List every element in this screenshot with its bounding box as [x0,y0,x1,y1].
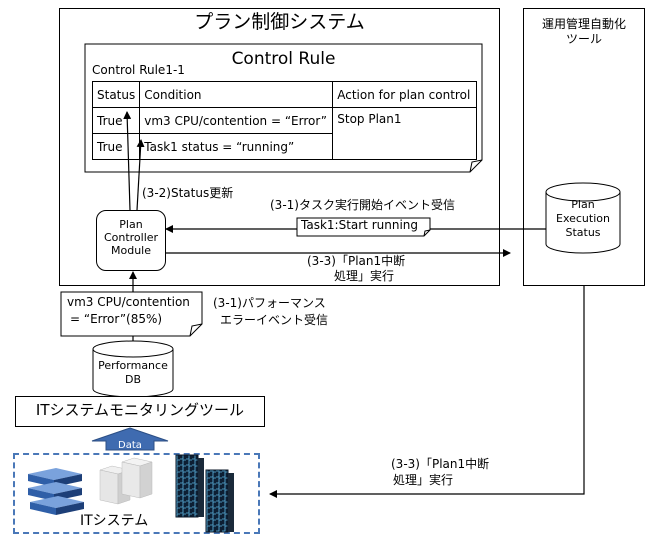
table-cell-action: Stop Plan1 [332,107,478,160]
table-cell-status: True [91,133,141,160]
stop-exec-label-line1: (3-3)「Plan1中断 [307,254,406,268]
plan-control-system-title: プラン制御システム [194,11,365,33]
task-event-label: (3-1)タスク実行開始イベント受信 [270,198,455,212]
it-exec-label-line1: (3-3)「Plan1中断 [391,457,490,471]
performance-note-line1: vm3 CPU/contention [67,295,190,309]
it-exec-label-line2: 処理」実行 [393,473,454,487]
plan-controller-module[interactable] [96,210,166,271]
task-note: Task1:Start running [301,218,419,232]
performance-event-line1: (3-1)パフォーマンス [213,296,326,310]
status-update-label: (3-2)Status更新 [142,186,234,200]
performance-db-line1: Performance [98,359,168,372]
stop-exec-label-line2: 処理」実行 [334,269,395,283]
table-cell-condition: Task1 status = “running” [139,133,334,160]
column-header-action: Action for plan control [332,81,478,108]
control-rule-heading: Control Rule [231,49,336,69]
control-rule-id: Control Rule1-1 [92,63,185,77]
performance-note-line2: = “Error”(85%) [70,312,163,326]
data-arrow-label: Data [118,440,142,451]
automation-tool-title-line1: 運用管理自動化 [541,17,626,31]
performance-db-line2: DB [124,373,142,386]
monitoring-tool-title: ITシステムモニタリングツール [35,401,245,419]
plan-execution-status-line3: Status [565,226,601,239]
it-system-box [13,453,260,534]
it-system-label: ITシステム [80,513,149,529]
plan-execution-status-line2: Execution [556,212,610,225]
plan-controller-label-line1: Plan [119,218,143,231]
table-cell-status: True [91,107,141,134]
plan-controller-label-line2: Controller [103,231,159,244]
plan-execution-status-line1: Plan [571,198,595,211]
automation-tool-title-line2: ツール [565,32,602,46]
performance-event-line2: エラーイベント受信 [220,313,329,327]
monitoring-tool-box [15,396,265,427]
plan-controller-label-line3: Module [111,244,151,257]
control-rule-table: Status Condition Action for plan control… [91,81,478,160]
